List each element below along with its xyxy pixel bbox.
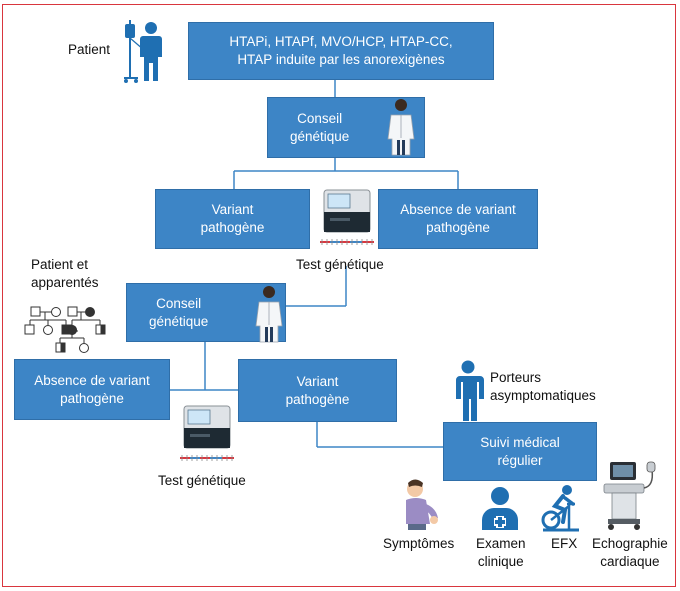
patient-apparentes-label: Patient et apparentés	[31, 257, 99, 290]
test-genetique-label-2: Test génétique	[158, 473, 246, 488]
htap-types-box: HTAPi, HTAPf, MVO/HCP, HTAP-CC, HTAP ind…	[188, 22, 494, 80]
suivi-medical-text: Suivi médical régulier	[480, 434, 560, 468]
conseil-genetique-box-2: Conseil génétique	[126, 283, 286, 342]
echographie-label: Echographie cardiaque	[592, 536, 668, 569]
sick-person-icon	[406, 479, 438, 530]
efx-label: EFX	[551, 536, 578, 551]
doctor-icon	[387, 99, 415, 156]
patient-iv-icon	[124, 20, 162, 83]
porteurs-label: Porteurs asymptomatiques	[490, 370, 596, 403]
variant-pathogene-text-2: Variant pathogène	[285, 373, 350, 407]
conseil-genetique-text-2: Conseil génétique	[149, 295, 209, 329]
sequencer-icon	[180, 405, 234, 461]
sequencer-icon	[320, 189, 374, 245]
medical-exam-icon	[482, 487, 518, 530]
pedigree-icon	[24, 306, 106, 353]
htap-types-text: HTAPi, HTAPf, MVO/HCP, HTAP-CC, HTAP ind…	[229, 34, 453, 67]
test-genetique-label-1: Test génétique	[296, 257, 384, 272]
figure-frame	[2, 4, 676, 587]
absence-variant-box-2: Absence de variant pathogène	[14, 359, 170, 420]
ultrasound-machine-icon	[603, 461, 656, 530]
suivi-medical-box: Suivi médical régulier	[443, 422, 597, 481]
doctor-icon	[255, 286, 283, 343]
variant-pathogene-text-1: Variant pathogène	[200, 202, 265, 235]
patient-label: Patient	[68, 42, 111, 57]
variant-pathogene-box-2: Variant pathogène	[238, 359, 397, 422]
conseil-genetique-text-1: Conseil génétique	[290, 110, 350, 144]
exercise-bike-icon	[541, 485, 579, 532]
variant-pathogene-box-1: Variant pathogène	[155, 189, 310, 249]
absence-variant-text-2: Absence de variant pathogène	[34, 372, 150, 406]
absence-variant-box-1: Absence de variant pathogène	[378, 189, 538, 249]
examen-clinique-label: Examen clinique	[476, 536, 526, 569]
person-icon	[456, 360, 484, 421]
symptomes-label: Symptômes	[383, 536, 455, 551]
absence-variant-text-1: Absence de variant pathogène	[400, 202, 516, 235]
